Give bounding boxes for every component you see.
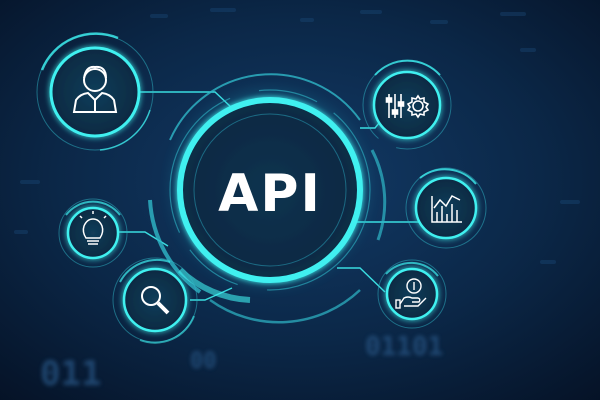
outer-arc-left xyxy=(148,199,202,294)
background-binary: 011 01101 00 xyxy=(40,332,443,394)
search-icon xyxy=(141,286,170,315)
node-search xyxy=(112,257,198,344)
binary-fragment-2: 01101 xyxy=(365,332,443,362)
node-user xyxy=(36,32,154,151)
node-lightbulb xyxy=(58,198,128,268)
binary-fragment-1: 011 xyxy=(40,354,101,394)
background-dash-pattern xyxy=(14,8,580,264)
core-inner-ring xyxy=(193,113,347,267)
outer-arc-thick xyxy=(177,267,251,303)
user-icon xyxy=(72,65,118,113)
core-ring xyxy=(177,97,363,283)
node-chart xyxy=(405,167,487,249)
outer-arc-right xyxy=(370,149,387,241)
node-settings xyxy=(362,59,452,150)
chart-icon xyxy=(431,195,462,223)
binary-fragment-3: 00 xyxy=(190,349,217,374)
settings-icon xyxy=(385,94,430,119)
money-hand-icon xyxy=(395,278,427,309)
core-dashed-ring xyxy=(169,89,371,291)
api-core: API xyxy=(148,73,387,324)
node-money xyxy=(377,259,447,329)
lightbulb-icon xyxy=(79,211,107,245)
api-label: API xyxy=(218,164,322,224)
outer-arc-bottom xyxy=(209,289,361,324)
outer-arc-top xyxy=(169,73,361,141)
